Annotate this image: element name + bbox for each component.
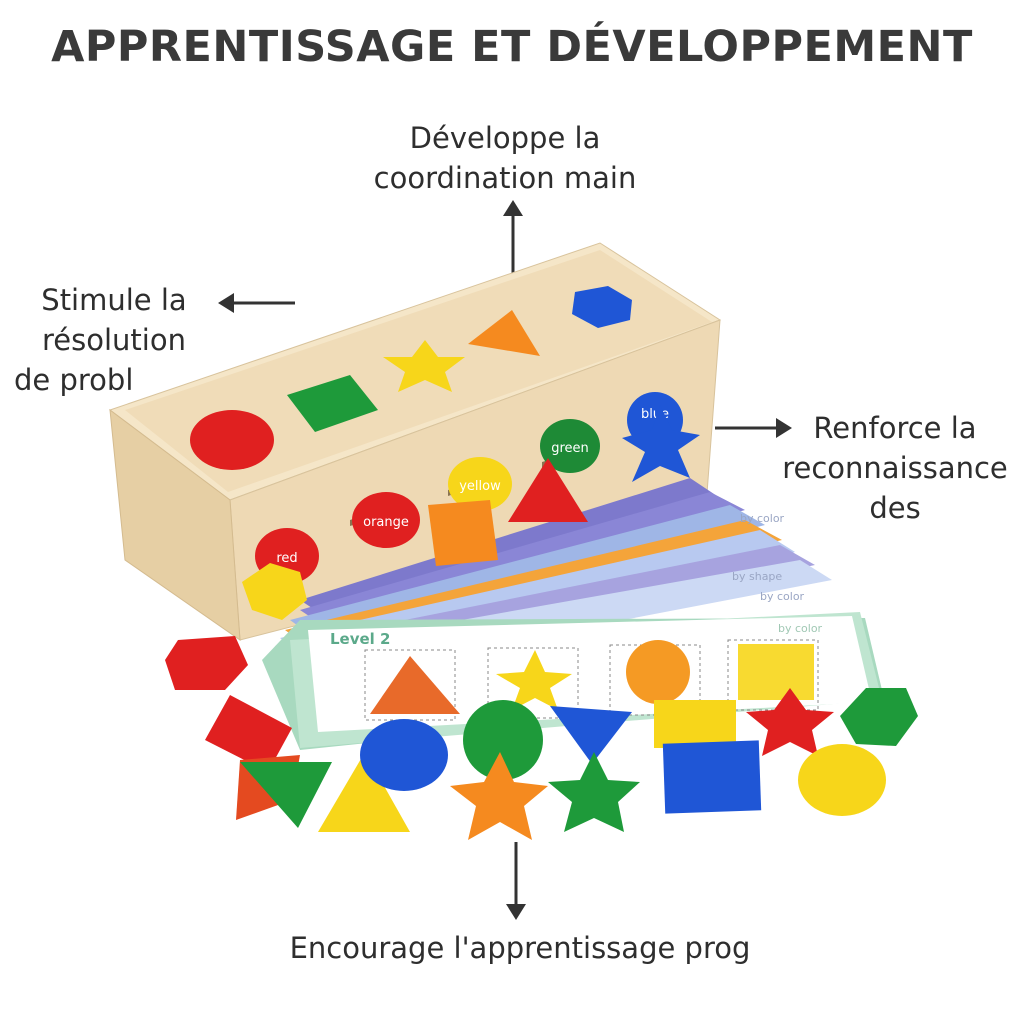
benefit-problem-solving: Stimule la résolution de probl [14,280,214,400]
benefit-line: Développe la [409,121,601,155]
benefit-line: reconnaissance [782,451,1008,485]
color-sticker-green: green [540,419,600,473]
sticker-label: green [551,441,589,456]
card-mode-label: by color [778,622,823,635]
sticker-label: orange [363,515,409,530]
sticker-label: red [276,551,297,566]
svg-text:by shape: by shape [732,570,782,583]
arrow-right-icon [715,418,792,438]
benefit-line: coordination main [373,161,637,195]
activity-cards: by color by shape by color Level 2 by co… [262,478,882,750]
sorting-box: red orange yellow green blue [108,242,722,642]
card-mode-label: by color by shape by color [732,512,805,603]
blue-hexagon-shape [572,286,632,328]
benefit-recognition: Renforce la reconnaissance des [770,408,1020,528]
color-sticker-yellow: yellow [448,457,512,511]
green-square-shape [287,375,378,432]
benefit-line: de probl [14,363,134,397]
arrow-left-icon [218,293,295,313]
svg-text:by color: by color [760,590,805,603]
benefit-line: Renforce la [813,411,977,445]
loose-shapes [165,405,918,840]
arrow-down-icon [506,842,526,920]
benefit-line: Encourage l'apprentissage prog [289,931,751,965]
arrow-up-icon [503,200,523,280]
benefit-line: Stimule la [41,283,187,317]
benefit-line: résolution [42,323,186,357]
color-sticker-orange: orange [352,492,420,548]
benefit-coordination: Développe la coordination main [330,118,680,198]
sticker-label: yellow [459,479,501,494]
yellow-star-shape [383,340,465,392]
benefit-progressive-learning: Encourage l'apprentissage prog [240,928,800,968]
red-circle-shape [190,410,274,470]
benefit-line: des [869,491,921,525]
page-title: APPRENTISSAGE ET DÉVELOPPEMENT [51,22,973,72]
svg-text:by color: by color [740,512,785,525]
card-level-label: Level 2 [330,630,390,648]
orange-triangle-shape [468,310,540,356]
